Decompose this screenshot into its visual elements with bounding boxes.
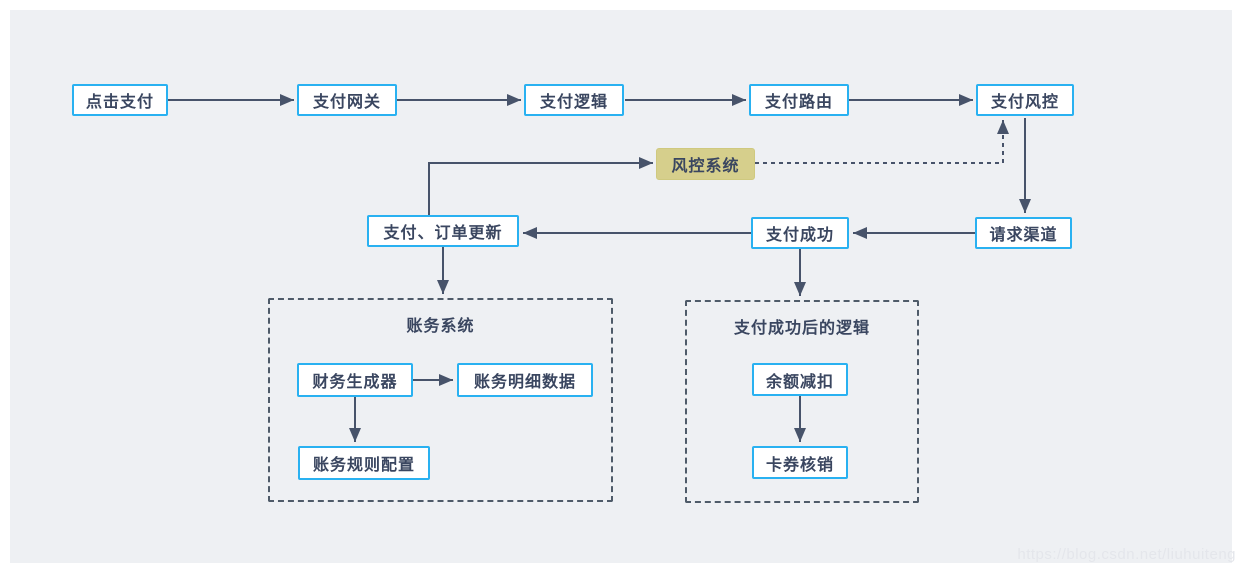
node-account-rules: 账务规则配置 xyxy=(298,446,430,480)
node-request-channel: 请求渠道 xyxy=(975,217,1072,249)
group-accounting-system-title: 账务系统 xyxy=(406,318,475,335)
group-accounting-system: 账务系统 xyxy=(268,298,613,502)
node-pay-order-update: 支付、订单更新 xyxy=(367,215,519,247)
node-click-pay: 点击支付 xyxy=(72,84,168,116)
group-post-success-logic: 支付成功后的逻辑 xyxy=(685,300,919,503)
node-pay-risk: 支付风控 xyxy=(976,84,1074,116)
node-risk-system: 风控系统 xyxy=(656,148,755,180)
group-post-success-logic-title: 支付成功后的逻辑 xyxy=(733,320,870,337)
node-pay-success: 支付成功 xyxy=(751,217,849,249)
watermark-url: https://blog.csdn.net/liuhuiteng xyxy=(1017,546,1236,563)
node-finance-generator: 财务生成器 xyxy=(297,363,413,397)
node-pay-logic: 支付逻辑 xyxy=(524,84,624,116)
node-coupon-writeoff: 卡券核销 xyxy=(752,446,848,479)
node-balance-deduct: 余额减扣 xyxy=(752,363,848,396)
node-account-detail: 账务明细数据 xyxy=(457,363,593,397)
node-pay-gateway: 支付网关 xyxy=(297,84,397,116)
node-pay-routing: 支付路由 xyxy=(749,84,849,116)
